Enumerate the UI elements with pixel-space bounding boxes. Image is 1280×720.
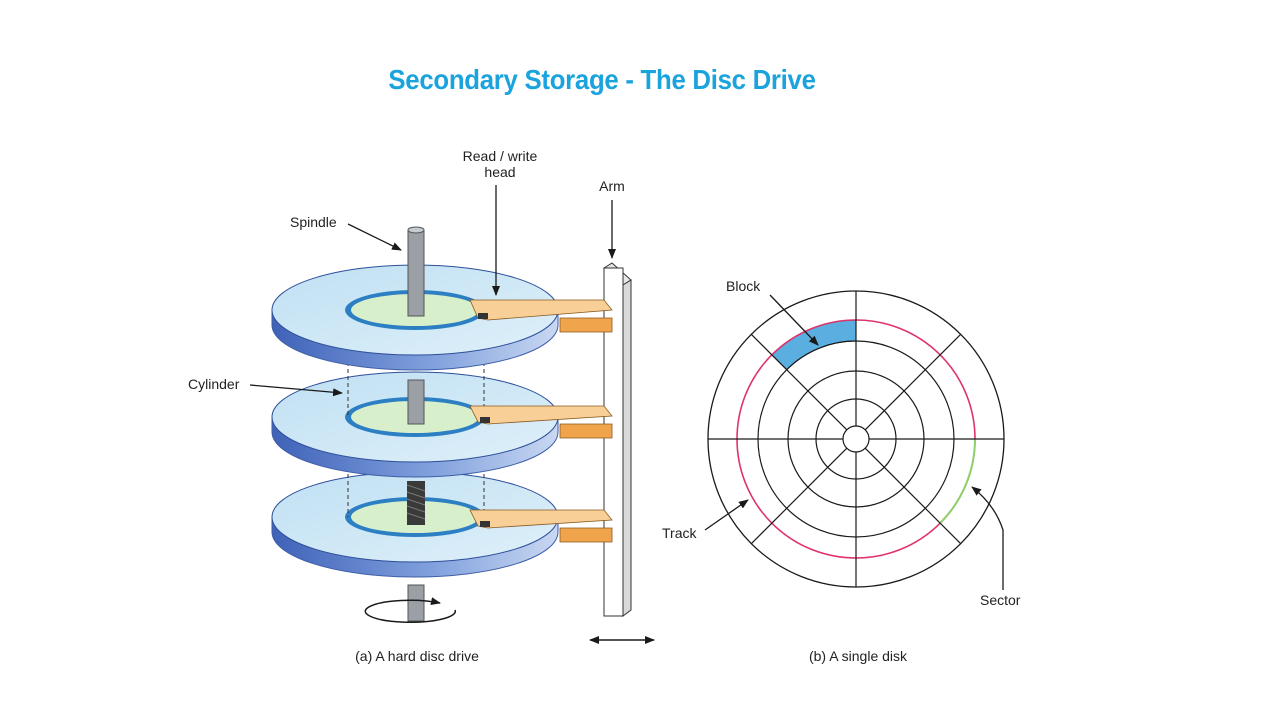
track-label: Track xyxy=(662,525,697,541)
caption-single-disk: (b) A single disk xyxy=(809,648,908,664)
block-pointer xyxy=(769,294,819,346)
spindle-label: Spindle xyxy=(290,214,337,230)
platter-3 xyxy=(271,471,559,578)
read-write-head-label-2: head xyxy=(484,164,515,180)
single-disk-illustration xyxy=(707,290,1005,588)
hard-disc-drive-illustration: Read / write head Arm Spindle Cylinder (… xyxy=(188,148,655,664)
caption-hard-disc-drive: (a) A hard disc drive xyxy=(355,648,479,664)
cylinder-label: Cylinder xyxy=(188,376,240,392)
head-arm-2 xyxy=(469,405,613,439)
spindle-top xyxy=(407,229,425,317)
actuator-arm xyxy=(603,262,632,617)
sector-pointer xyxy=(971,486,1004,590)
block-label: Block xyxy=(726,278,761,294)
track-pointer xyxy=(704,499,749,531)
sector-label: Sector xyxy=(980,592,1021,608)
rotation-arrow xyxy=(364,597,457,624)
disk-center-hole xyxy=(842,425,870,453)
spindle-segment-middle xyxy=(407,379,425,425)
cylinder-pointer xyxy=(249,384,343,397)
spindle-pointer xyxy=(347,223,402,251)
slide-title: Secondary Storage - The Disc Drive xyxy=(388,64,816,95)
arm-label: Arm xyxy=(599,178,625,194)
spindle-bottom xyxy=(407,584,425,622)
head-arm-3 xyxy=(469,509,613,543)
read-write-head-label: Read / write xyxy=(463,148,538,164)
sector-arc xyxy=(939,438,976,524)
head-arm-1 xyxy=(469,299,613,333)
